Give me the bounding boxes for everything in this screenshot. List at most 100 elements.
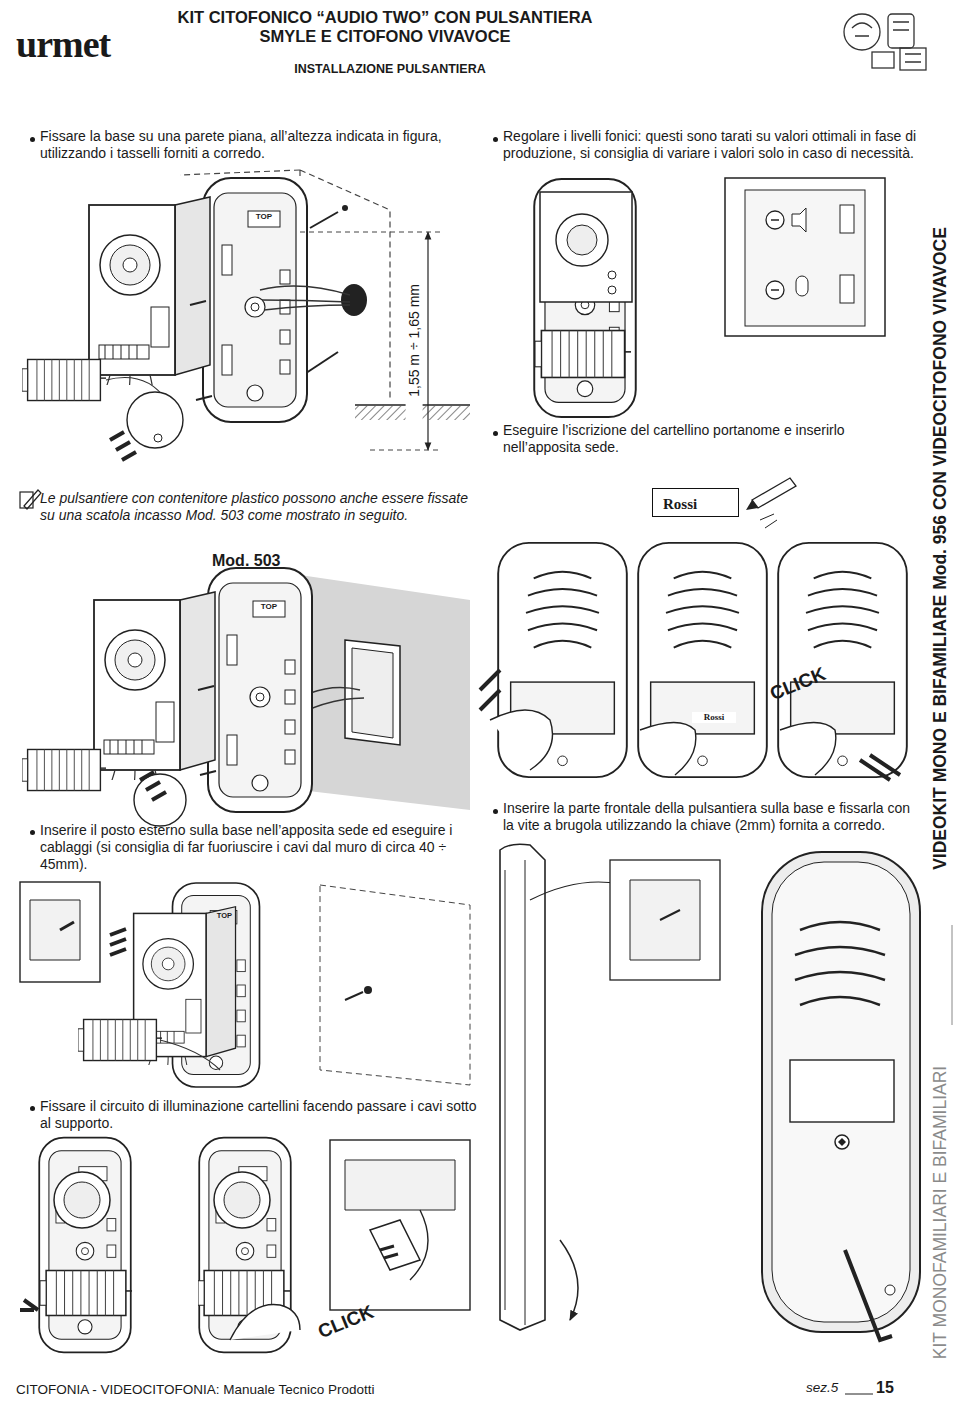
bullet-dot (493, 431, 498, 436)
illustration-line (844, 14, 880, 50)
side-section-title: VIDEOKIT MONO E BIFAMILIARE Mod. 956 CON… (930, 168, 951, 928)
illustration-line (22, 359, 106, 400)
instruction-text: Eseguire l’iscrizione del cartellino por… (503, 422, 918, 456)
illustration-line (888, 14, 914, 48)
instruction-text: Regolare i livelli fonici: questi sono t… (503, 128, 923, 162)
illustration-line (490, 710, 553, 770)
brand-logo: urmet (16, 22, 166, 68)
illustration-line (24, 490, 41, 509)
illustration-line (40, 1271, 132, 1316)
illustration-line (20, 1300, 38, 1310)
name-card: Rossi (652, 488, 739, 517)
illustration-line (905, 54, 921, 62)
illustration-line (214, 1172, 270, 1228)
illustration-line (60, 922, 74, 930)
illustration-line (752, 478, 796, 508)
illustration-line (160, 1040, 220, 1070)
illustration-line (410, 1210, 428, 1280)
illustration-line (110, 432, 136, 460)
illustration-line (885, 1285, 895, 1295)
bullet-dot (30, 1106, 35, 1111)
illustration-line (660, 910, 680, 920)
illustration-line (364, 986, 372, 994)
illustration-line (608, 271, 616, 279)
click-mark: CLICK (757, 658, 840, 709)
name-card-figure (480, 478, 907, 780)
illustration-line (796, 276, 808, 296)
note-text: Le pulsantiere con contenitore plastico … (40, 490, 470, 524)
illustration-line (20, 882, 100, 982)
illustration-line (840, 205, 854, 233)
instruction-text: Inserire il posto esterno sulla base nel… (40, 822, 480, 872)
illustration-line (900, 48, 926, 70)
illustration-line (320, 885, 470, 1085)
illustration-line (795, 922, 885, 1005)
illustration-line (762, 852, 920, 1332)
illustration-line (725, 178, 885, 336)
illustration-line (630, 880, 700, 960)
illustration-line (370, 450, 440, 451)
flush-box-figure (22, 568, 470, 840)
illustration-line (75, 592, 215, 840)
instruction-text: Fissare la base su una parete piana, all… (40, 128, 480, 162)
illustration-line (560, 1240, 578, 1320)
illustration-line (78, 1019, 162, 1060)
illustration-line (535, 331, 631, 378)
illustration-line (567, 225, 597, 255)
illustration-line (771, 289, 779, 291)
footer-text: CITOFONIA - VIDEOCITOFONIA: Manuale Tecn… (16, 1382, 516, 1398)
illustration-line (342, 205, 348, 211)
illustration-line (505, 860, 525, 1325)
illustration-line (345, 992, 363, 1000)
bullet-dot (493, 137, 498, 142)
illustration-line (840, 275, 854, 303)
instruction-text: Fissare il circuito di illuminazione car… (40, 1098, 480, 1132)
bullet-dot (30, 137, 35, 142)
illustration-line (134, 774, 186, 826)
illustration-line (792, 208, 806, 232)
illustration-line (893, 22, 909, 30)
illustration-line (838, 1138, 846, 1146)
illustration-line (771, 219, 779, 221)
illustration-line (772, 862, 910, 1322)
instruction-text: Inserire la parte frontale della pulsant… (503, 800, 918, 834)
click-mark: CLICK (305, 1296, 388, 1347)
illustration-line (300, 232, 440, 233)
footer-rule (845, 1394, 873, 1395)
illustration-line (345, 1160, 455, 1210)
illustration-line (766, 211, 784, 229)
card-name: Rossi (663, 496, 697, 513)
illustration-line (760, 514, 777, 528)
illustration-line (260, 286, 350, 310)
illustration-line (54, 1172, 110, 1228)
header-icons (844, 14, 926, 70)
illustration-line (790, 1060, 894, 1122)
bullet-dot (30, 830, 35, 835)
illustration-line (860, 755, 900, 780)
illustration-line (640, 723, 696, 776)
illustration-line (198, 686, 216, 775)
illustration-line (778, 543, 907, 777)
illustration-line (330, 1140, 470, 1310)
illustration-line (370, 1220, 420, 1270)
illustration-line (345, 640, 400, 745)
illustration-line (500, 844, 545, 1330)
illustration-line (39, 1138, 131, 1353)
section-heading: INSTALLAZIONE PULSANTIERA (190, 62, 590, 77)
volume-adjust-figure (534, 178, 885, 417)
side-rule (952, 925, 953, 1025)
module-insert-figure (20, 882, 470, 1116)
illustration-line (300, 575, 470, 810)
front-fixing-figure (500, 844, 920, 1340)
illustration-line (780, 723, 836, 776)
illustration-line (872, 52, 894, 68)
top-marker: TOP (250, 212, 278, 222)
illustration-line (22, 749, 106, 790)
illustration-line (118, 907, 236, 1116)
illustration-line (180, 170, 300, 175)
illustration-line (638, 543, 767, 777)
wall-mount-figure (22, 170, 470, 460)
illustration-line (556, 214, 608, 266)
bullet-dot (493, 809, 498, 814)
